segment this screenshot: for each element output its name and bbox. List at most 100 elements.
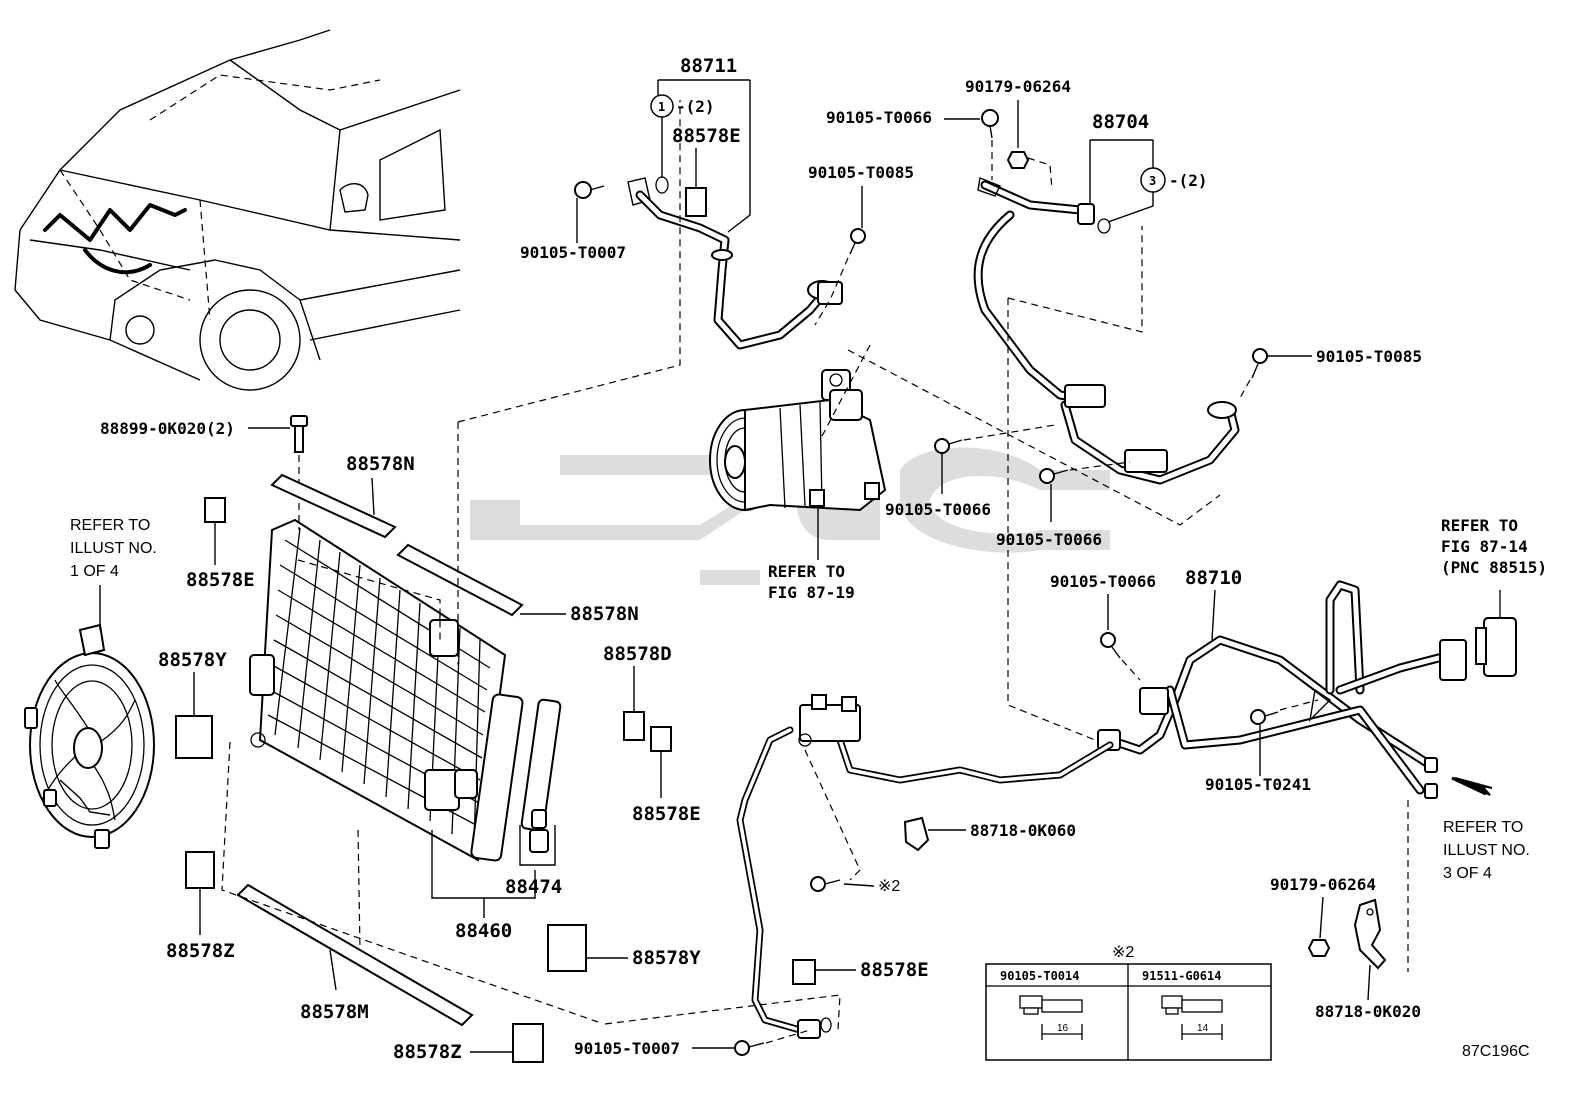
label-88578E-mid: 88578E [632,803,701,825]
expansion-valve [1475,590,1517,677]
bracket-88718-0K020 [1353,898,1387,970]
refer-note-right-bottom: REFER TO ILLUST NO. 3 OF 4 [1443,819,1530,882]
svg-text:FIG 87-14: FIG 87-14 [1441,537,1528,556]
bracket-88711 [657,79,751,233]
note-mark: ※2 [878,878,900,895]
circle-ref-3-number: 3 [1149,174,1156,188]
svg-text:ILLUST NO.: ILLUST NO. [70,540,157,557]
refer-note-compressor: REFER TO FIG 87-19 [768,562,855,602]
seal-88578N-right [396,543,524,617]
seal-88578N-top [270,473,397,539]
bolt-90105-T0066-top [981,109,999,139]
vehicle-outline [14,29,461,391]
label-88578D: 88578D [603,643,672,665]
bolt-90105-T0085-right [1251,348,1268,379]
label-88710: 88710 [1185,567,1242,589]
label-88578E-left: 88578E [186,569,255,591]
bolt-washer-icon [1161,995,1223,1015]
bracket-88704 [1089,139,1154,223]
label-90179-06264-bottom: 90179-06264 [1270,875,1376,894]
pad-88578Y-bottom [547,924,587,972]
bolt-90105-T0007-top [574,181,605,199]
label-88578Y-bottom: 88578Y [632,947,701,969]
label-90105-T0241: 90105-T0241 [1205,775,1311,794]
circle-ref-1-number: 1 [658,100,665,114]
liquid-line [736,694,1114,1039]
label-88578E-top: 88578E [672,125,741,147]
label-90105-T0066-mid1: 90105-T0066 [885,500,991,519]
svg-text:(PNC 88515): (PNC 88515) [1441,558,1547,577]
nut-90179-06264-bottom [1307,939,1331,957]
bolt-90105-T0066-right [1100,632,1121,659]
label-90105-T0066-mid2: 90105-T0066 [996,530,1102,549]
refer-note-left: REFER TO ILLUST NO. 1 OF 4 [70,517,157,580]
pad-88578E-top [685,187,707,217]
bolt-90105-T0066-mid1 [934,438,963,454]
compressor [709,369,887,512]
label-90105-T0066-right: 90105-T0066 [1050,572,1156,591]
cooling-fan [24,623,155,849]
receiver-88474 [520,698,562,853]
clamp-88718-0K060 [903,816,930,852]
note-table-dim-2: 14 [1197,1023,1209,1034]
seal-88578M [236,883,474,1027]
svg-text:REFER TO: REFER TO [1443,819,1523,836]
svg-text:REFER TO: REFER TO [70,517,150,534]
bolt-90105-T0066-mid2 [1039,468,1069,484]
label-88474: 88474 [505,876,562,898]
label-88578N-right: 88578N [570,603,639,625]
label-88899-0K020: 88899-0K020(2) [100,419,235,438]
bolt-flange-icon [1019,995,1083,1015]
label-90105-T0007-bottom: 90105-T0007 [574,1039,680,1058]
note-table-col-2: 91511-G0614 [1142,969,1221,983]
pad-88578Y-left [175,715,213,759]
circle-ref-3 [1140,167,1166,193]
svg-text:REFER TO: REFER TO [768,562,845,581]
label-88718-0K020: 88718-0K020 [1315,1002,1421,1021]
svg-text:3 OF 4: 3 OF 4 [1443,865,1492,882]
bolt-90105-T0085-top [849,228,866,255]
label-88460: 88460 [455,920,512,942]
circle-ref-3-qty: -(2) [1169,171,1208,190]
pad-88578Z-bottom [512,1023,544,1063]
label-90105-T0085-top: 90105-T0085 [808,163,914,182]
label-90105-T0085-right: 90105-T0085 [1316,347,1422,366]
label-88578Y-left: 88578Y [158,649,227,671]
nut-90179-06264-top [1006,151,1030,169]
label-88578E-bottom: 88578E [860,959,929,981]
pipe-88710 [1097,580,1467,799]
refer-note-right-top: REFER TO FIG 87-14 (PNC 88515) [1441,516,1547,577]
pad-88578E-mid [650,726,672,752]
bolt-note-2 [810,876,841,892]
label-88578Z-bottom: 88578Z [393,1041,462,1063]
bolt-spec-table: ※2 90105-T0014 91511-G0614 16 14 [985,944,1272,1061]
pad-88578E-left [204,497,226,523]
bolt-90105-T0007-bottom [734,1040,765,1056]
note-table-col-1: 90105-T0014 [1000,969,1079,983]
condenser-88460 [249,518,524,862]
label-90105-T0066-top: 90105-T0066 [826,108,932,127]
label-88578N-top: 88578N [346,453,415,475]
label-88711: 88711 [680,55,737,77]
label-90105-T0007-top: 90105-T0007 [520,243,626,262]
pad-88578E-bottom [792,959,816,985]
hose-88704 [973,177,1240,485]
bracket-88474 [519,825,556,866]
note-table-dim-1: 16 [1057,1023,1069,1034]
bolt-90105-T0241 [1250,709,1279,725]
hose-88711 [627,176,843,350]
label-88578Z-left: 88578Z [166,940,235,962]
label-88718-0K060: 88718-0K060 [970,821,1076,840]
pad-88578D [623,711,645,741]
note-table-mark: ※2 [1112,944,1134,961]
svg-text:REFER TO: REFER TO [1441,516,1518,535]
bolt-88899-0K020 [290,415,308,453]
diagram-code: 87C196C [1462,1043,1530,1060]
svg-text:ILLUST NO.: ILLUST NO. [1443,842,1530,859]
svg-text:FIG 87-19: FIG 87-19 [768,583,855,602]
label-90179-06264-top: 90179-06264 [965,77,1071,96]
label-88704: 88704 [1092,111,1149,133]
svg-text:1 OF 4: 1 OF 4 [70,563,119,580]
label-88578M: 88578M [300,1001,369,1023]
